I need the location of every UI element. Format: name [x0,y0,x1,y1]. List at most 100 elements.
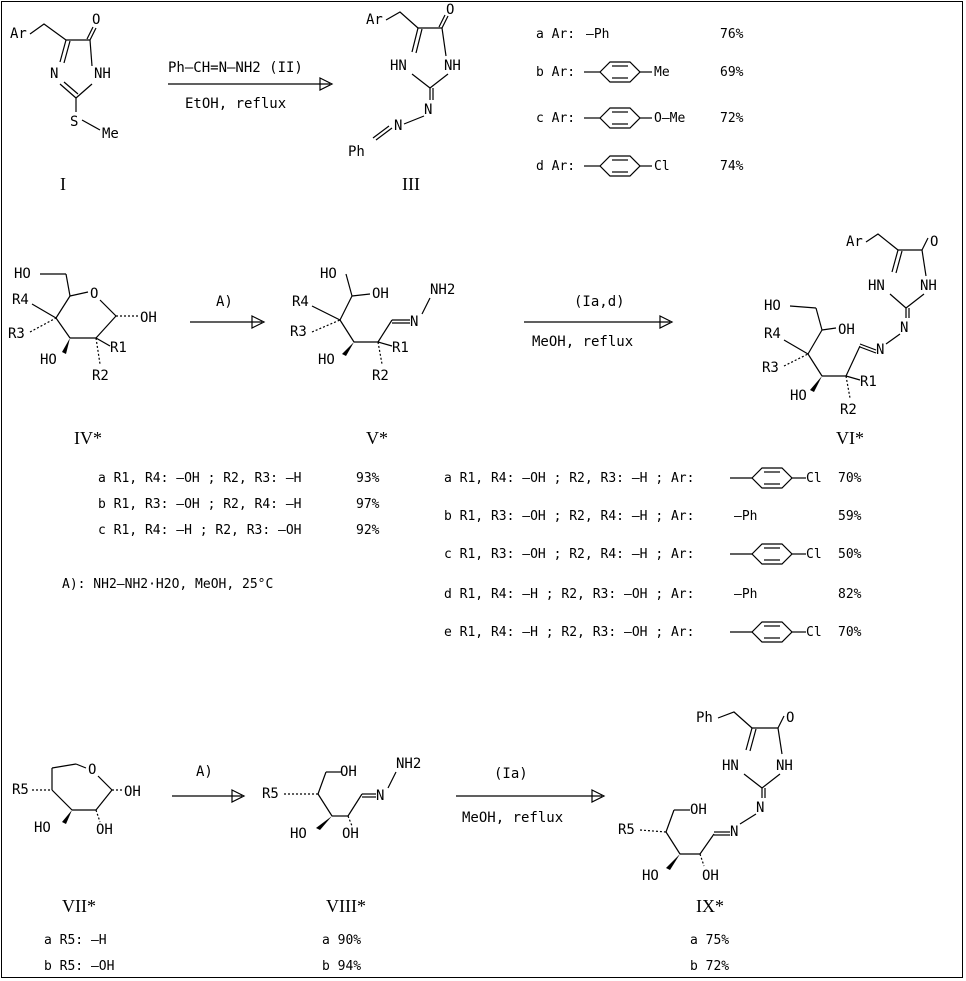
atom-n: N [410,314,418,330]
svg-text:93%: 93% [356,471,380,486]
svg-text:59%: 59% [838,509,862,524]
atom-oh: OH [342,826,359,842]
table-IV: a R1, R4: —OH ; R2, R3: —H 93% b R1, R3:… [98,471,380,538]
atom-nh2: NH2 [430,282,455,298]
benzene-ring-icon [599,107,641,129]
arrow2-reagent: A) [216,294,233,310]
compound-I-structure: Ar O NH N S Me I [10,12,119,194]
atom-r3: R3 [290,324,307,340]
atom-r1: R1 [860,374,877,390]
atom-r3: R3 [8,326,25,342]
atom-ho: HO [290,826,307,842]
atom-ho: HO [642,868,659,884]
atom-oh: OH [96,822,113,838]
atom-o: O [930,234,938,250]
atom-hn: HN [722,758,739,774]
table-III-row-c: c Ar: O—Me 72% [536,107,744,129]
table-IX: a 75% b 72% [690,933,729,974]
table-III-row-d: d Ar: Cl 74% [536,155,744,177]
svg-text:—Ph: —Ph [734,509,757,524]
arrow5-conditions: MeOH, reflux [462,810,563,826]
table-IV-row-b: b R1, R3: —OH ; R2, R4: —H [98,497,302,512]
svg-text:d Ar:: d Ar: [536,159,575,174]
atom-r4: R4 [12,292,29,308]
compound-label-I: I [60,174,66,194]
atom-r3: R3 [762,360,779,376]
atom-r5: R5 [262,786,279,802]
atom-oh: OH [690,802,707,818]
table-VI-row-b: b R1, R3: —OH ; R2, R4: —H ; Ar: —Ph 59% [444,509,862,524]
svg-text:70%: 70% [838,625,862,640]
reaction-arrow-2: A) [190,294,266,329]
svg-text:Cl: Cl [806,547,822,562]
svg-text:b 94%: b 94% [322,959,361,974]
atom-oh: OH [838,322,855,338]
benzene-ring-icon [751,467,793,489]
atom-r1: R1 [110,340,127,356]
atom-r5: R5 [12,782,29,798]
compound-label-VII: VII* [62,896,96,916]
atom-oh: OH [702,868,719,884]
svg-text:O—Me: O—Me [654,111,685,126]
table-VI-row-a: a R1, R4: —OH ; R2, R3: —H ; Ar: Cl 70% [444,467,862,489]
svg-text:Cl: Cl [806,625,822,640]
svg-text:a R5: —H: a R5: —H [44,933,107,948]
atom-n: N [900,320,908,336]
atom-ph: Ph [348,144,365,160]
atom-n: N [424,102,432,118]
atom-n: N [394,118,402,134]
compound-III-structure: Ar O NH HN N N Ph III [348,2,461,194]
atom-o: O [92,12,100,28]
conditions-A: A): NH2–NH2·H2O, MeOH, 25°C [62,577,273,592]
atom-hn: HN [868,278,885,294]
atom-r5: R5 [618,822,635,838]
svg-text:d R1, R4: —H ; R2, R3: —OH ; A: d R1, R4: —H ; R2, R3: —OH ; Ar: [444,587,694,602]
arrow3-conditions: MeOH, reflux [532,334,633,350]
table-VII: a R5: —H b R5: —OH [44,933,114,974]
reaction-arrow-4: A) [172,764,246,803]
table-III-row-b: b Ar: Me 69% [536,61,744,83]
atom-ho: HO [320,266,337,282]
table-IV-row-a: a R1, R4: —OH ; R2, R3: —H [98,471,302,486]
benzene-ring-icon [599,61,641,83]
table-VI-row-e: e R1, R4: —H ; R2, R3: —OH ; Ar: Cl 70% [444,621,862,643]
atom-nh2: NH2 [396,756,421,772]
svg-text:c Ar:: c Ar: [536,111,575,126]
atom-n: N [50,66,58,82]
svg-text:a 90%: a 90% [322,933,361,948]
atom-oh: OH [140,310,157,326]
atom-nh: NH [776,758,793,774]
compound-V-structure: HO OH R4 R3 HO R1 R2 N NH2 V* [290,266,455,448]
compound-label-V: V* [366,428,388,448]
svg-text:b R1, R3: —OH ; R2, R4: —H ; A: b R1, R3: —OH ; R2, R4: —H ; Ar: [444,509,694,524]
atom-o: O [446,2,454,18]
atom-r2: R2 [372,368,389,384]
svg-text:97%: 97% [356,497,380,512]
atom-nh: NH [94,66,111,82]
atom-o: O [88,762,96,778]
reaction-arrow-3: (Ia,d) MeOH, reflux [524,294,674,350]
table-IV-row-c: c R1, R4: —H ; R2, R3: —OH [98,523,302,538]
table-III-row-a: a Ar: —Ph 76% [536,27,744,42]
benzene-ring-icon [599,155,641,177]
atom-ho: HO [318,352,335,368]
svg-text:72%: 72% [720,111,744,126]
atom-nh: NH [920,278,937,294]
atom-ar: Ar [10,26,27,42]
atom-oh: OH [340,764,357,780]
svg-text:Cl: Cl [654,159,670,174]
ar-ph-group: —Ph [586,27,609,42]
arrow4-reagent: A) [196,764,213,780]
compound-IV-structure: HO O OH R4 R3 HO R1 R2 IV* [8,266,157,448]
svg-text:70%: 70% [838,471,862,486]
atom-o: O [90,286,98,302]
svg-text:b R5: —OH: b R5: —OH [44,959,114,974]
atom-ph: Ph [696,710,713,726]
arrow1-reagent: Ph–CH=N–NH2 (II) [168,60,303,76]
svg-text:92%: 92% [356,523,380,538]
svg-text:b Ar:: b Ar: [536,65,575,80]
atom-r4: R4 [764,326,781,342]
reaction-arrow-1: Ph–CH=N–NH2 (II) EtOH, reflux [168,60,334,112]
atom-ho: HO [790,388,807,404]
atom-ar: Ar [846,234,863,250]
